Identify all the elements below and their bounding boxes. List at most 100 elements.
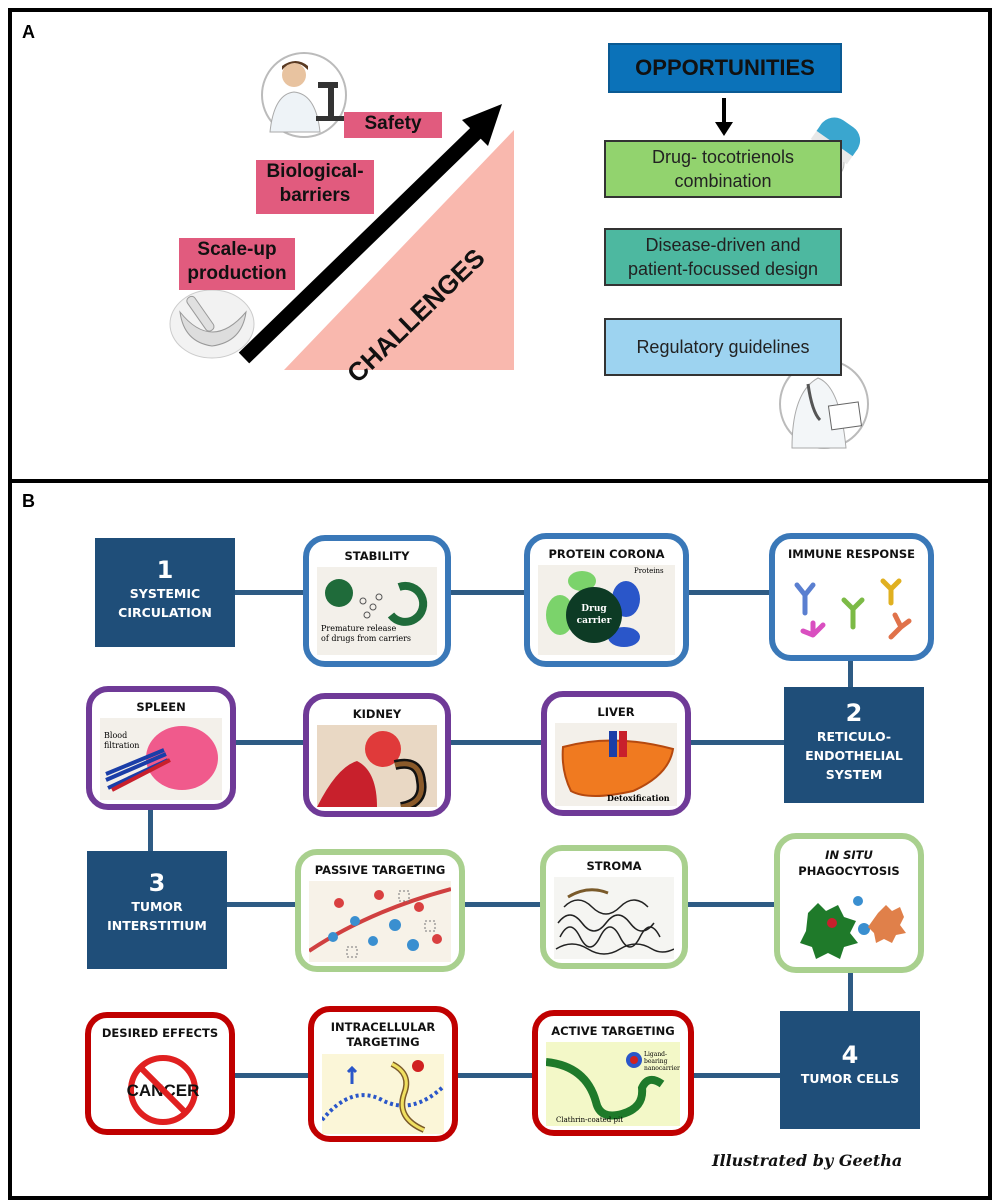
kidney-illustration [317, 725, 437, 807]
hub-2-number: 2 [845, 699, 863, 727]
card-protein-corona: PROTEIN CORONA Drug carrier Proteins [524, 533, 689, 667]
active-targeting-illustration: Ligand- bearing nanocarrier Clathrin-coa… [546, 1042, 680, 1126]
phagocytosis-title-italic: IN SITU [825, 848, 873, 862]
intracellular-title-line2: TARGETING [346, 1035, 420, 1049]
opportunity-regulatory-guidelines-label: Regulatory guidelines [636, 337, 810, 357]
hub-tumor-interstitium: 3 TUMOR INTERSTITIUM [87, 851, 227, 969]
hub-2-line1: RETICULO- [816, 729, 892, 744]
card-stability: STABILITY Premature release of drugs fro… [303, 535, 451, 667]
opportunities-title-box: OPPORTUNITIES [608, 43, 842, 93]
card-kidney-title: KIDNEY [352, 707, 402, 721]
panel-b: B 1 SYSTEMIC CIRCULATION 2 RETICULO- END… [8, 479, 992, 1200]
liver-caption: Detoxification [607, 793, 670, 803]
hub-4-number: 4 [841, 1041, 859, 1069]
passive-targeting-illustration [309, 881, 451, 962]
card-desired-effects: DESIRED EFFECTS CANCER [85, 1012, 235, 1135]
phagocytosis-title: PHAGOCYTOSIS [798, 864, 900, 878]
challenges-arrow [238, 121, 488, 364]
active-targeting-pit-caption: Clathrin-coated pit [556, 1116, 623, 1124]
hub-reticulo-endothelial: 2 RETICULO- ENDOTHELIAL SYSTEM [784, 687, 924, 803]
challenges-graphic: CHALLENGES [169, 52, 869, 449]
connector-row4 [152, 1073, 782, 1078]
challenges-triangle [284, 130, 514, 370]
card-liver: LIVER Detoxification [541, 691, 691, 816]
opportunity-disease-driven-line1: Disease-driven and [645, 235, 801, 255]
active-targeting-nano-3: nanocarrier [644, 1065, 680, 1072]
card-immune-response-title: IMMUNE RESPONSE [788, 547, 915, 561]
card-intracellular-title: INTRACELLULAR TARGETING [314, 1020, 452, 1050]
illustration-credit: Illustrated by Geetha [712, 1151, 903, 1170]
opportunity-drug-tocotrienols-line2: combination [674, 171, 772, 191]
card-active-targeting: ACTIVE TARGETING Ligand- bearing nanocar… [532, 1010, 694, 1136]
card-stroma: STROMA [540, 845, 688, 969]
card-phagocytosis-title: IN SITU PHAGOCYTOSIS [780, 847, 918, 879]
spleen-caption-2: filtration [104, 741, 139, 750]
immune-response-illustration [783, 565, 920, 649]
hub-3-line1: TUMOR [131, 899, 183, 914]
hub-4-line1: TUMOR CELLS [800, 1071, 900, 1086]
card-spleen-title: SPLEEN [136, 700, 186, 714]
intracellular-illustration [322, 1054, 444, 1134]
hub-3-number: 3 [148, 869, 166, 897]
no-cancer-sign-icon: CANCER [99, 1044, 221, 1126]
card-protein-corona-title: PROTEIN CORONA [548, 547, 665, 561]
connector-row2 [150, 740, 790, 745]
stability-illustration: Premature release of drugs from carriers [317, 567, 437, 655]
spleen-caption-1: Blood [104, 731, 127, 740]
challenge-safety: Safety [344, 112, 442, 138]
card-liver-title: LIVER [597, 705, 635, 719]
card-intracellular-targeting: INTRACELLULAR TARGETING [308, 1006, 458, 1142]
hub-1-line2: CIRCULATION [118, 605, 212, 620]
card-spleen: SPLEEN Blood filtration [86, 686, 236, 810]
connector-row2-row3 [148, 809, 153, 854]
hub-1-number: 1 [156, 556, 174, 584]
hub-systemic-circulation: 1 SYSTEMIC CIRCULATION [95, 538, 235, 647]
card-immune-response: IMMUNE RESPONSE [769, 533, 934, 661]
mortar-pestle-icon [169, 289, 255, 359]
hub-1-line1: SYSTEMIC [129, 586, 201, 601]
active-targeting-nano-2: bearing [644, 1058, 668, 1065]
panel-a: A CHALLENGES [8, 8, 992, 483]
card-passive-targeting: PASSIVE TARGETING [295, 849, 465, 972]
hub-2-line3: SYSTEM [825, 767, 883, 782]
challenge-scale-up: Scale-up production [179, 238, 295, 290]
card-active-targeting-title: ACTIVE TARGETING [551, 1024, 675, 1038]
doctor-clipboard-icon [779, 359, 869, 449]
challenge-safety-label: Safety [364, 113, 422, 134]
active-targeting-nano-1: Ligand- [644, 1051, 667, 1058]
spleen-illustration: Blood filtration [100, 718, 222, 800]
opportunities-arrowhead [715, 122, 733, 136]
scientist-microscope-icon [261, 52, 347, 138]
challenge-scale-up-line1: Scale-up [197, 239, 277, 260]
liver-illustration: Detoxification [555, 723, 677, 806]
hub-3-line2: INTERSTITIUM [107, 918, 207, 933]
opportunity-disease-driven: Disease-driven and patient-focussed desig… [604, 228, 842, 286]
challenge-biological-barriers: Biological- barriers [256, 160, 374, 214]
opportunity-drug-tocotrienols-line1: Drug- tocotrienols [651, 147, 795, 167]
opportunity-drug-tocotrienols: Drug- tocotrienols combination [604, 140, 842, 198]
card-kidney: KIDNEY [303, 693, 451, 817]
connector-row1-row2 [848, 653, 853, 693]
card-phagocytosis: IN SITU PHAGOCYTOSIS [774, 833, 924, 973]
opportunities-title: OPPORTUNITIES [635, 55, 815, 80]
card-passive-targeting-title: PASSIVE TARGETING [314, 863, 446, 877]
protein-corona-illustration: Drug carrier Proteins [538, 565, 675, 655]
hub-2-line2: ENDOTHELIAL [805, 748, 903, 763]
opportunity-disease-driven-line2: patient-focussed design [627, 259, 819, 279]
stability-caption-2: of drugs from carriers [321, 634, 411, 643]
card-stroma-title: STROMA [586, 859, 642, 873]
connector-row3-row4 [848, 967, 853, 1015]
connector-row1 [162, 590, 852, 595]
protein-corona-carrier-label: carrier [577, 616, 612, 626]
intracellular-title-line1: INTRACELLULAR [330, 1020, 436, 1034]
panel-b-label: B [22, 491, 35, 511]
opportunity-regulatory-guidelines: Regulatory guidelines [604, 318, 842, 376]
challenge-scale-up-line2: production [187, 263, 287, 284]
protein-corona-drug-label: Drug [581, 604, 607, 614]
card-desired-effects-title: DESIRED EFFECTS [101, 1026, 219, 1040]
challenge-biological-barriers-line1: Biological- [266, 161, 364, 182]
hub-tumor-cells: 4 TUMOR CELLS [780, 1011, 920, 1129]
challenge-biological-barriers-line2: barriers [279, 185, 351, 206]
challenges-arrowhead [462, 104, 502, 146]
card-stability-title: STABILITY [344, 549, 410, 563]
